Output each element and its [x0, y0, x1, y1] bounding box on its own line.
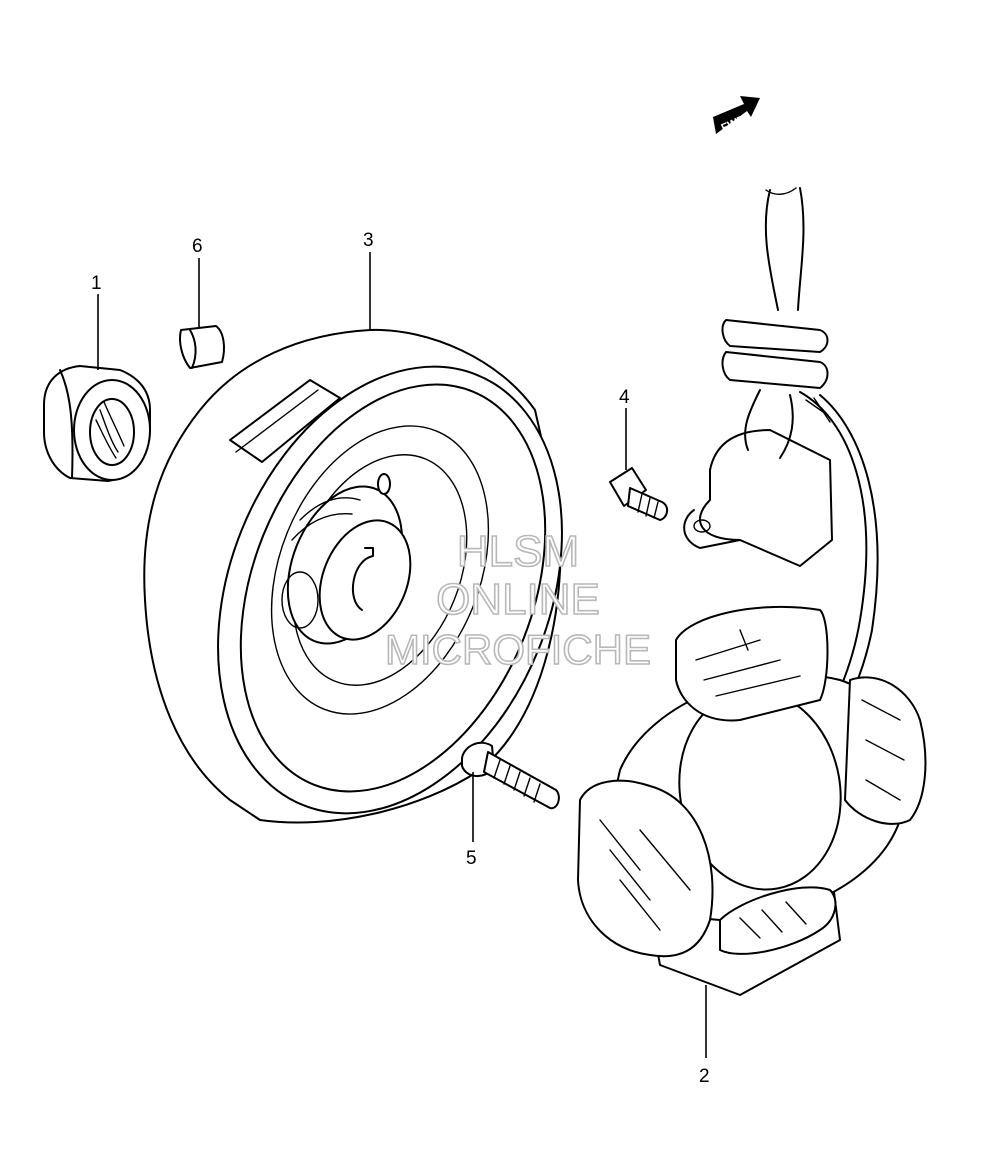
- callout-1: 1: [91, 273, 102, 370]
- part-1-nut[interactable]: [43, 365, 151, 482]
- callout-1-number: 1: [91, 273, 102, 294]
- callout-2-number: 2: [699, 1066, 710, 1087]
- callout-5: 5: [466, 772, 477, 869]
- watermark-line-2: ONLINE: [436, 575, 600, 624]
- callout-6: 6: [192, 236, 203, 328]
- watermark: HLSM ONLINE MICROFICHE: [384, 526, 652, 674]
- part-5-bolt[interactable]: [461, 741, 560, 810]
- part-4-bolt[interactable]: [609, 467, 668, 521]
- part-6-key[interactable]: [179, 325, 225, 369]
- callout-4-number: 4: [619, 387, 630, 408]
- watermark-line-3: MICROFICHE: [385, 626, 651, 673]
- part-2-stator[interactable]: [577, 605, 927, 996]
- callout-4: 4: [619, 387, 630, 470]
- callout-6-number: 6: [192, 236, 203, 257]
- callout-3: 3: [363, 230, 374, 330]
- callout-2: 2: [699, 985, 710, 1087]
- callout-5-number: 5: [466, 848, 477, 869]
- part-3-rotor[interactable]: [143, 315, 625, 865]
- callout-3-number: 3: [363, 230, 374, 251]
- watermark-line-1: HLSM: [457, 527, 579, 576]
- pickup-coil[interactable]: [683, 187, 879, 793]
- fwd-arrow-icon: FWD: [713, 96, 760, 135]
